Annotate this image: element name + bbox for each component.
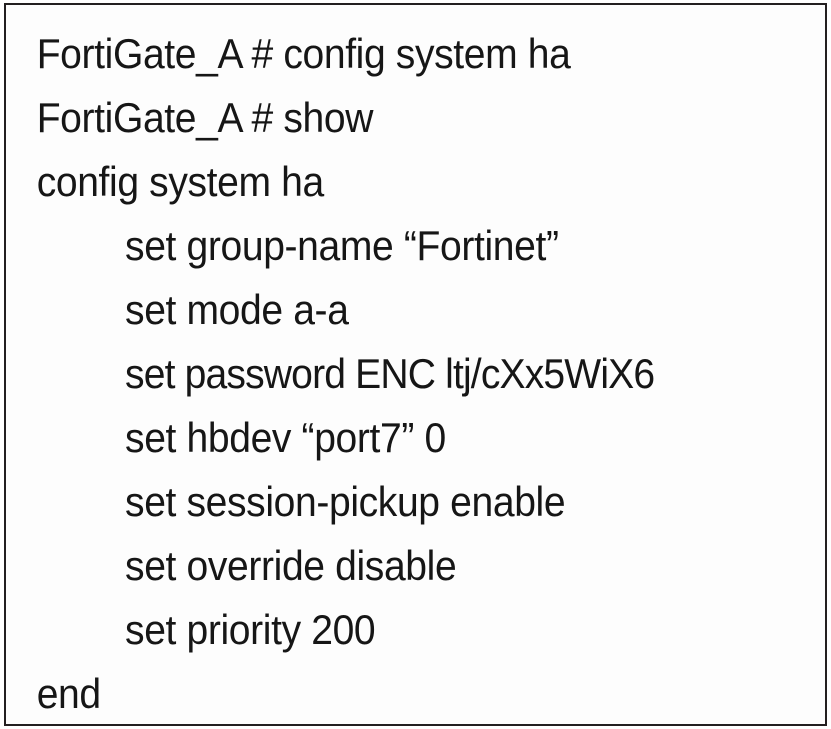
cli-line: FortiGate_A # show: [36, 94, 374, 141]
cli-line: set priority 200: [125, 606, 376, 653]
cli-line: set group-name “Fortinet”: [125, 222, 559, 269]
cli-output-listing: FortiGate_A # config system ha FortiGate…: [6, 5, 825, 724]
cli-line: end: [36, 670, 101, 717]
cli-line: set session-pickup enable: [125, 478, 566, 525]
cli-line: set override disable: [125, 542, 457, 589]
cli-line: set mode a-a: [125, 286, 349, 333]
cli-output-frame: FortiGate_A # config system ha FortiGate…: [4, 3, 827, 726]
cli-line: set password ENC ltj/cXx5WiX6: [125, 350, 655, 397]
cli-line: config system ha: [36, 158, 325, 205]
cli-line: FortiGate_A # config system ha: [36, 30, 571, 77]
cli-line: set hbdev “port7” 0: [125, 414, 446, 461]
